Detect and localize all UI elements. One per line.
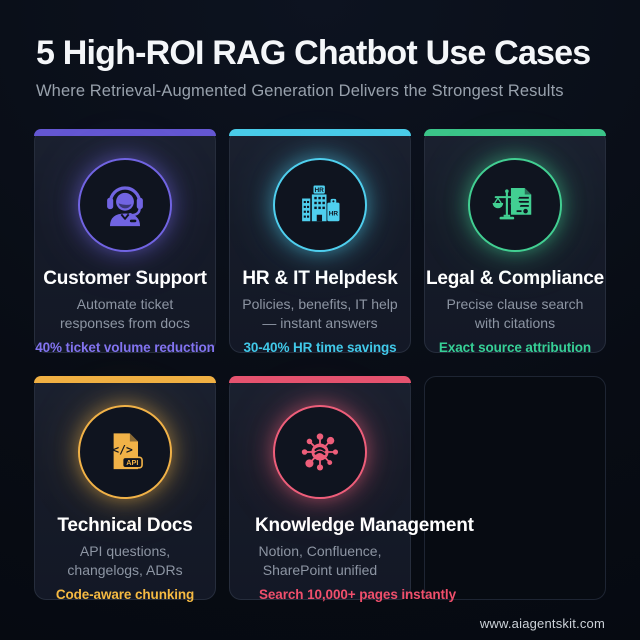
svg-text:API: API [126,458,138,467]
knowledge-network-icon [301,433,339,471]
empty-card-slot [424,376,606,600]
card-metric: 30-40% HR time savings [243,339,397,355]
card-accent-bar [424,129,606,136]
page-title: 5 High-ROI RAG Chatbot Use Cases [36,34,591,72]
card-metric: Search 10,000+ pages instantly [259,586,456,602]
svg-text:HR: HR [314,187,324,194]
header: 5 High-ROI RAG Chatbot Use Cases Where R… [36,34,608,101]
card-description: API questions, changelogs, ADRs [67,543,183,578]
card-icon-circle [78,158,172,252]
card-title: Legal & Compliance [426,268,604,289]
hr-buildings-icon: HR HR [302,185,340,222]
card-title: Knowledge Management [255,515,474,536]
card-description: Notion, Confluence, SharePoint unified [258,543,382,578]
legal-scales-icon [492,187,532,220]
card-icon-circle [468,158,562,252]
card-description: Automate ticket responses from docs [60,296,190,331]
card-title: HR & IT Helpdesk [242,268,398,289]
card-accent-bar [34,376,216,383]
support-agent-icon [107,186,143,227]
card-description: Precise clause search with citations [446,296,584,331]
card-metric: Code-aware chunking [55,586,195,602]
page-subtitle: Where Retrieval-Augmented Generation Del… [36,82,564,101]
card-icon-circle: HR HR [273,158,367,252]
api-document-icon: </> API [112,433,143,470]
card-icon-circle: </> API [78,405,172,499]
svg-text:</>: </> [112,443,133,457]
card-accent-bar [229,376,411,383]
card-title: Customer Support [43,268,207,289]
card-icon-circle [273,405,367,499]
svg-text:HR: HR [329,211,339,218]
card-description: Policies, benefits, IT help — instant an… [242,296,398,331]
card-metric: Exact source attribution [438,339,592,355]
card-title: Technical Docs [57,515,193,536]
footer-url: www.aiagentskit.com [479,616,605,631]
card-accent-bar [229,129,411,136]
card-accent-bar [34,129,216,136]
card-metric: 40% ticket volume reduction [35,339,215,355]
